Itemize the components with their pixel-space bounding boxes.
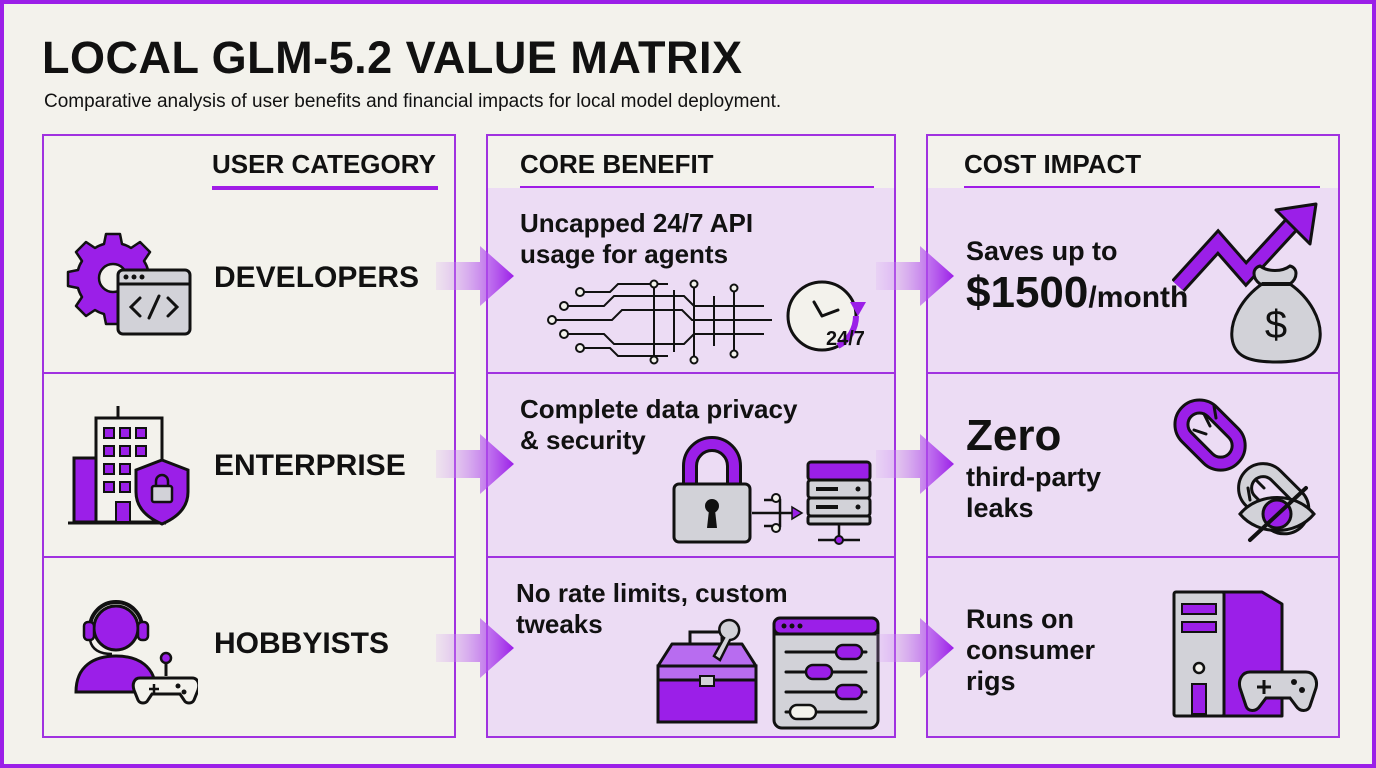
arrow-enterprise-to-benefit (436, 434, 514, 494)
core-benefit-column: CORE BENEFIT Uncapped 24/7 API usage for… (486, 134, 896, 738)
hobbyists-cell: HOBBYISTS (44, 556, 454, 736)
api-usage-cell: Uncapped 24/7 API usage for agents (488, 188, 894, 372)
arrow-developers-to-benefit (436, 246, 514, 306)
benefit-tweaks-line2: tweaks (516, 609, 603, 639)
cost-rigs-line1: Runs on (966, 604, 1074, 634)
cost-savings-line1: Saves up to (966, 236, 1118, 266)
benefit-privacy-line1: Complete data privacy (520, 394, 798, 424)
circuit-clock-icon (547, 279, 866, 365)
padlock-server-icon (672, 436, 872, 545)
cost-text-rigs: Runs on consumer rigs (966, 604, 1095, 697)
cost-rigs-line3: rigs (966, 666, 1016, 696)
broken-chain-hidden-eye-icon (1173, 398, 1316, 542)
cost-leaks-big: Zero (966, 411, 1062, 460)
cost-leaks-line2: leaks (966, 493, 1034, 523)
developers-cell: DEVELOPERS (44, 188, 454, 372)
benefit-text-api: Uncapped 24/7 API usage for agents (520, 208, 850, 270)
cost-savings-unit: /month (1088, 281, 1189, 314)
cost-impact-column: COST IMPACT Saves up to $1500/month $ Ze… (926, 134, 1340, 738)
rate-limits-cell: No rate limits, custom tweaks (488, 556, 894, 736)
pc-tower-controller-icon (1172, 590, 1318, 718)
money-bag-symbol: $ (1265, 303, 1287, 347)
enterprise-cell: ENTERPRISE (44, 372, 454, 556)
arrow-privacy-to-leaks (876, 434, 954, 494)
zero-leaks-cell: Zero third-party leaks (928, 372, 1338, 556)
cost-savings-value: $1500 (966, 268, 1089, 317)
arrow-api-to-savings (876, 246, 954, 306)
toolbox-sliders-icon (656, 616, 880, 730)
core-benefit-header: CORE BENEFIT (520, 148, 874, 190)
arrow-tweaks-to-rigs (876, 618, 954, 678)
cost-leaks-line1: third-party (966, 462, 1101, 492)
cost-text-savings: Saves up to $1500/month (966, 236, 1188, 324)
api-badge-24-7: 24/7 (826, 328, 865, 350)
benefit-privacy-line2: & security (520, 425, 646, 455)
cost-savings-amount: $1500/month (966, 267, 1188, 324)
benefit-text-tweaks: No rate limits, custom tweaks (516, 578, 846, 640)
category-label-enterprise: ENTERPRISE (214, 449, 406, 482)
category-label-developers: DEVELOPERS (214, 261, 420, 294)
data-privacy-cell: Complete data privacy & security (488, 372, 894, 556)
benefit-api-line1: Uncapped 24/7 API (520, 208, 754, 238)
savings-cell: Saves up to $1500/month $ (928, 188, 1338, 372)
page-subtitle: Comparative analysis of user benefits an… (44, 91, 782, 112)
cost-rigs-line2: consumer (966, 635, 1096, 665)
benefit-text-privacy: Complete data privacy & security (520, 394, 850, 456)
page-title: LOCAL GLM-5.2 VALUE MATRIX (42, 32, 743, 83)
cost-impact-header: COST IMPACT (964, 148, 1320, 190)
cost-text-leaks: Zero third-party leaks (966, 410, 1101, 524)
gear-code-window-icon (66, 232, 192, 336)
benefit-api-line2: usage for agents (520, 239, 729, 269)
user-category-header: USER CATEGORY (212, 148, 438, 190)
headset-gamer-controller-icon (74, 600, 198, 705)
user-category-column: USER CATEGORY DEVELOPERS (42, 134, 456, 738)
benefit-tweaks-line1: No rate limits, custom (516, 578, 788, 608)
trend-arrow-money-bag-icon: $ (1172, 202, 1322, 364)
consumer-rigs-cell: Runs on consumer rigs (928, 556, 1338, 736)
arrow-hobbyists-to-benefit (436, 618, 514, 678)
category-label-hobbyists: HOBBYISTS (214, 627, 390, 660)
building-shield-lock-icon (68, 406, 190, 526)
